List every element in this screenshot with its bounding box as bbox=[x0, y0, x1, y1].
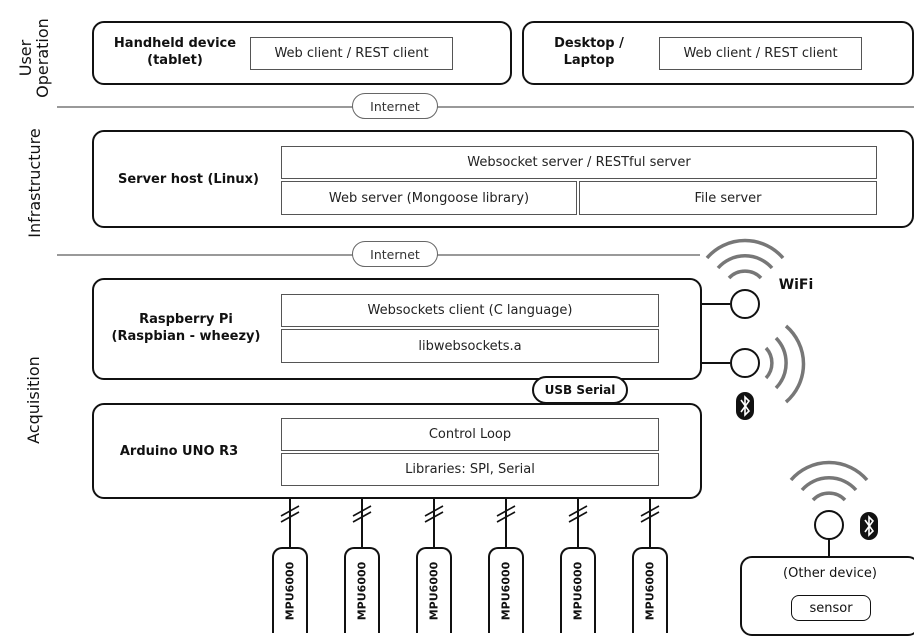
arduino-label: Arduino UNO R3 bbox=[119, 444, 239, 459]
mpu6000-sensor: MPU6000 bbox=[416, 547, 452, 633]
mpu6000-sensor: MPU6000 bbox=[488, 547, 524, 633]
mpu6000-sensor: MPU6000 bbox=[344, 547, 380, 633]
mpu6000-label: MPU6000 bbox=[283, 561, 297, 621]
libraries-box: Libraries: SPI, Serial bbox=[281, 453, 659, 486]
wifi-label: WiFi bbox=[778, 277, 814, 293]
mpu6000-label: MPU6000 bbox=[499, 561, 513, 621]
websockets-client-box: Websockets client (C language) bbox=[281, 294, 659, 327]
server-host-label: Server host (Linux) bbox=[117, 172, 259, 187]
desktop-web-client: Web client / REST client bbox=[659, 37, 862, 70]
other-device-antenna-icon bbox=[789, 460, 869, 558]
file-server-box: File server bbox=[579, 181, 877, 215]
bluetooth-antenna-icon bbox=[730, 324, 806, 404]
web-server-box: Web server (Mongoose library) bbox=[281, 181, 577, 215]
separator-line-top bbox=[57, 106, 914, 108]
control-loop-box: Control Loop bbox=[281, 418, 659, 451]
websocket-server-box: Websocket server / RESTful server bbox=[281, 146, 877, 179]
mpu6000-label: MPU6000 bbox=[643, 561, 657, 621]
raspberry-pi-label: Raspberry Pi (Raspbian - wheezy) bbox=[111, 312, 261, 344]
handheld-web-client: Web client / REST client bbox=[250, 37, 453, 70]
mpu6000-sensor: MPU6000 bbox=[560, 547, 596, 633]
mpu6000-sensor: MPU6000 bbox=[272, 547, 308, 633]
wifi-antenna-icon bbox=[705, 238, 785, 319]
mpu6000-label: MPU6000 bbox=[427, 561, 441, 621]
mpu6000-label: MPU6000 bbox=[571, 561, 585, 621]
other-device-label: (Other device) bbox=[783, 566, 877, 581]
handheld-device-label: Handheld device (tablet) bbox=[113, 36, 237, 68]
sensor-box: sensor bbox=[791, 595, 871, 621]
mpu6000-label: MPU6000 bbox=[355, 561, 369, 621]
libwebsockets-box: libwebsockets.a bbox=[281, 329, 659, 363]
bluetooth-icon bbox=[736, 392, 754, 420]
mpu6000-sensor: MPU6000 bbox=[632, 547, 668, 633]
desktop-laptop-label: Desktop / Laptop bbox=[554, 36, 624, 68]
internet-pill-top: Internet bbox=[352, 93, 438, 119]
bluetooth-icon-other-device bbox=[860, 512, 878, 540]
usb-serial-badge: USB Serial bbox=[532, 376, 628, 404]
internet-pill-bottom: Internet bbox=[352, 241, 438, 267]
